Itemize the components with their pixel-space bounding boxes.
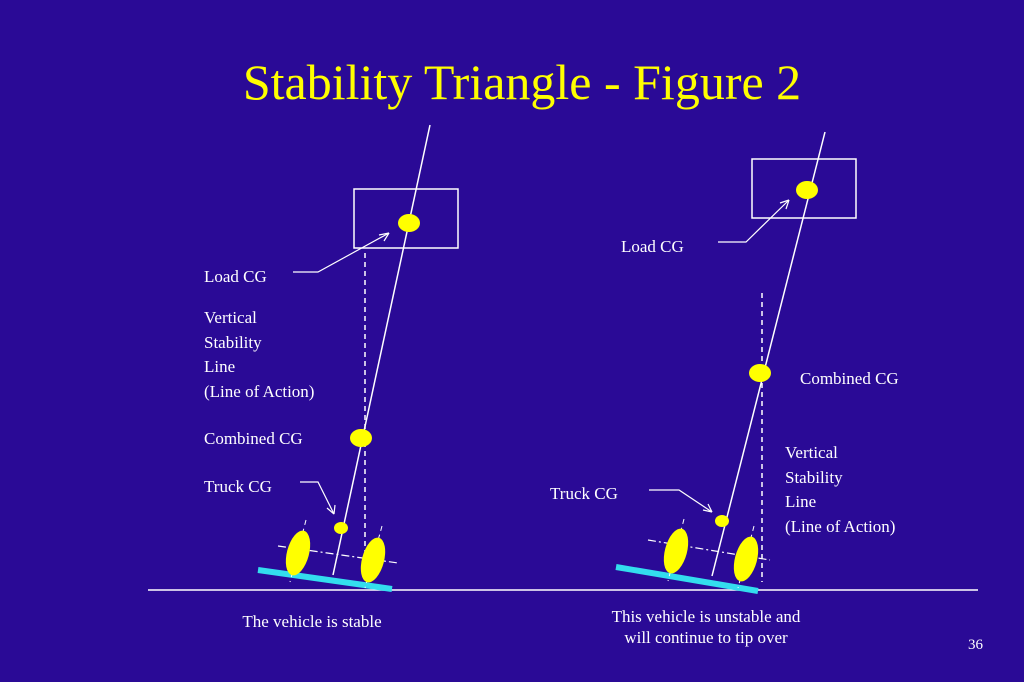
right-vsl-line-1: Vertical bbox=[785, 443, 838, 462]
left-wheel-front bbox=[285, 519, 311, 583]
left-figure bbox=[257, 124, 459, 592]
page-number: 36 bbox=[968, 637, 983, 653]
right-caption-line-1: This vehicle is unstable and bbox=[611, 607, 801, 626]
left-load-cg-dot bbox=[398, 214, 420, 232]
right-load-cg-dot bbox=[796, 181, 818, 199]
left-load-cg-label: Load CG bbox=[204, 267, 267, 286]
right-load-cg-arrow bbox=[718, 199, 790, 243]
left-truck-cg-arrow bbox=[300, 481, 335, 515]
right-action-line bbox=[711, 131, 826, 577]
right-load-cg-label: Load CG bbox=[621, 237, 684, 256]
right-combined-cg-dot bbox=[749, 364, 771, 382]
left-vsl-line-3: Line bbox=[204, 357, 236, 376]
left-wheel-rear bbox=[360, 525, 386, 589]
slide-title: Stability Triangle - Figure 2 bbox=[242, 54, 802, 110]
right-caption-line-2: will continue to tip over bbox=[624, 628, 788, 647]
right-truck-cg-arrow bbox=[649, 489, 713, 513]
left-truck-cg-dot bbox=[334, 522, 348, 534]
left-vsl-line-4: (Line of Action) bbox=[204, 381, 315, 401]
left-load-cg-arrow bbox=[293, 232, 390, 273]
left-action-line bbox=[332, 124, 431, 576]
left-base-line bbox=[257, 567, 393, 592]
left-vsl-line-2: Stability bbox=[204, 332, 262, 352]
left-combined-cg-label: Combined CG bbox=[204, 429, 303, 448]
right-truck-cg-label: Truck CG bbox=[550, 484, 618, 503]
left-combined-cg-dot bbox=[350, 429, 372, 447]
right-combined-cg-label: Combined CG bbox=[800, 369, 899, 388]
left-truck-cg-label: Truck CG bbox=[204, 477, 272, 496]
right-base-line bbox=[615, 564, 759, 594]
right-vsl-line-3: Line bbox=[785, 492, 817, 511]
right-caption: This vehicle is unstable and will contin… bbox=[566, 606, 846, 648]
left-caption: The vehicle is stable bbox=[242, 612, 382, 631]
left-vertical-stability-label: Vertical Stability Line (Line of Action) bbox=[204, 306, 314, 404]
right-vsl-line-4: (Line of Action) bbox=[785, 516, 896, 536]
right-wheel-rear bbox=[733, 525, 759, 589]
right-wheel-front bbox=[663, 518, 689, 582]
right-figure bbox=[615, 131, 857, 594]
left-vsl-line-1: Vertical bbox=[204, 308, 257, 327]
right-truck-cg-dot bbox=[715, 515, 729, 527]
right-load-box bbox=[751, 158, 857, 219]
right-vsl-line-2: Stability bbox=[785, 467, 843, 487]
right-vertical-stability-label: Vertical Stability Line (Line of Action) bbox=[785, 441, 895, 539]
left-load-box bbox=[353, 188, 459, 249]
